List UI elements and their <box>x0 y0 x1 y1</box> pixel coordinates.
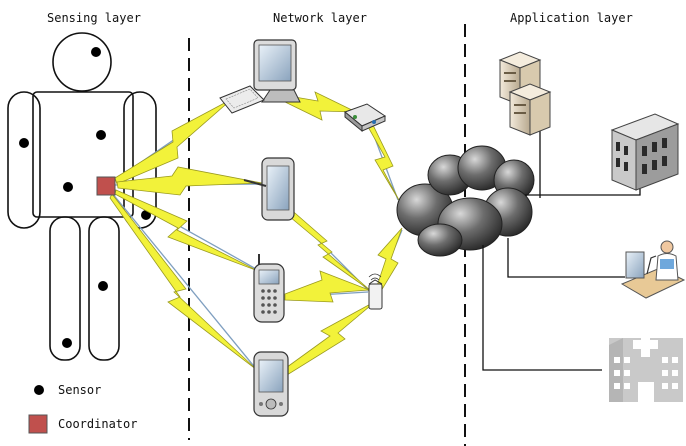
physician-icon <box>620 240 686 299</box>
sensing-layer-title: Sensing layer <box>47 11 141 25</box>
sensor-dot <box>98 281 108 291</box>
building-icon <box>610 113 680 191</box>
lightning-bolt <box>282 91 357 121</box>
body-left-arm <box>7 91 41 229</box>
body-left-leg <box>49 216 81 361</box>
legend-coordinator-label: Coordinator <box>58 417 137 431</box>
body-torso <box>32 91 134 218</box>
body-right-leg <box>88 216 120 361</box>
network-wireless-links <box>282 91 403 376</box>
lightning-bolt <box>114 98 233 185</box>
laptop-icon <box>219 39 301 114</box>
network-layer-title: Network layer <box>273 11 367 25</box>
sensor-dot <box>91 47 101 57</box>
router-icon <box>344 103 387 133</box>
cloud-icon <box>396 145 535 257</box>
legend-sensor-marker <box>34 385 44 395</box>
legend: Sensor Coordinator <box>28 383 137 434</box>
tablet-icon <box>243 157 295 221</box>
hospital-icon <box>609 332 683 402</box>
lightning-bolt <box>116 166 263 196</box>
server-icon <box>498 51 552 136</box>
lightning-bolt <box>375 227 403 292</box>
sensor-dot <box>62 338 72 348</box>
access-point-icon <box>368 273 383 310</box>
body-head <box>52 32 112 92</box>
legend-coordinator-marker <box>28 414 48 434</box>
sensor-dot <box>63 182 73 192</box>
network-links <box>282 96 403 373</box>
lightning-bolt <box>366 122 401 203</box>
lightning-bolt <box>114 189 259 272</box>
pda-icon <box>253 351 289 417</box>
coordinator-node <box>96 176 116 196</box>
lightning-bolt <box>282 300 377 376</box>
application-layer-title: Application layer <box>510 11 633 25</box>
mobile-phone-icon <box>253 254 285 323</box>
wireless-links <box>109 98 263 371</box>
application-links <box>482 130 641 371</box>
lightning-bolt <box>284 270 370 303</box>
sensor-dot <box>19 138 29 148</box>
lightning-bolt <box>109 193 258 371</box>
human-body <box>7 32 157 361</box>
sensor-dot <box>96 130 106 140</box>
legend-sensor-label: Sensor <box>58 383 101 397</box>
